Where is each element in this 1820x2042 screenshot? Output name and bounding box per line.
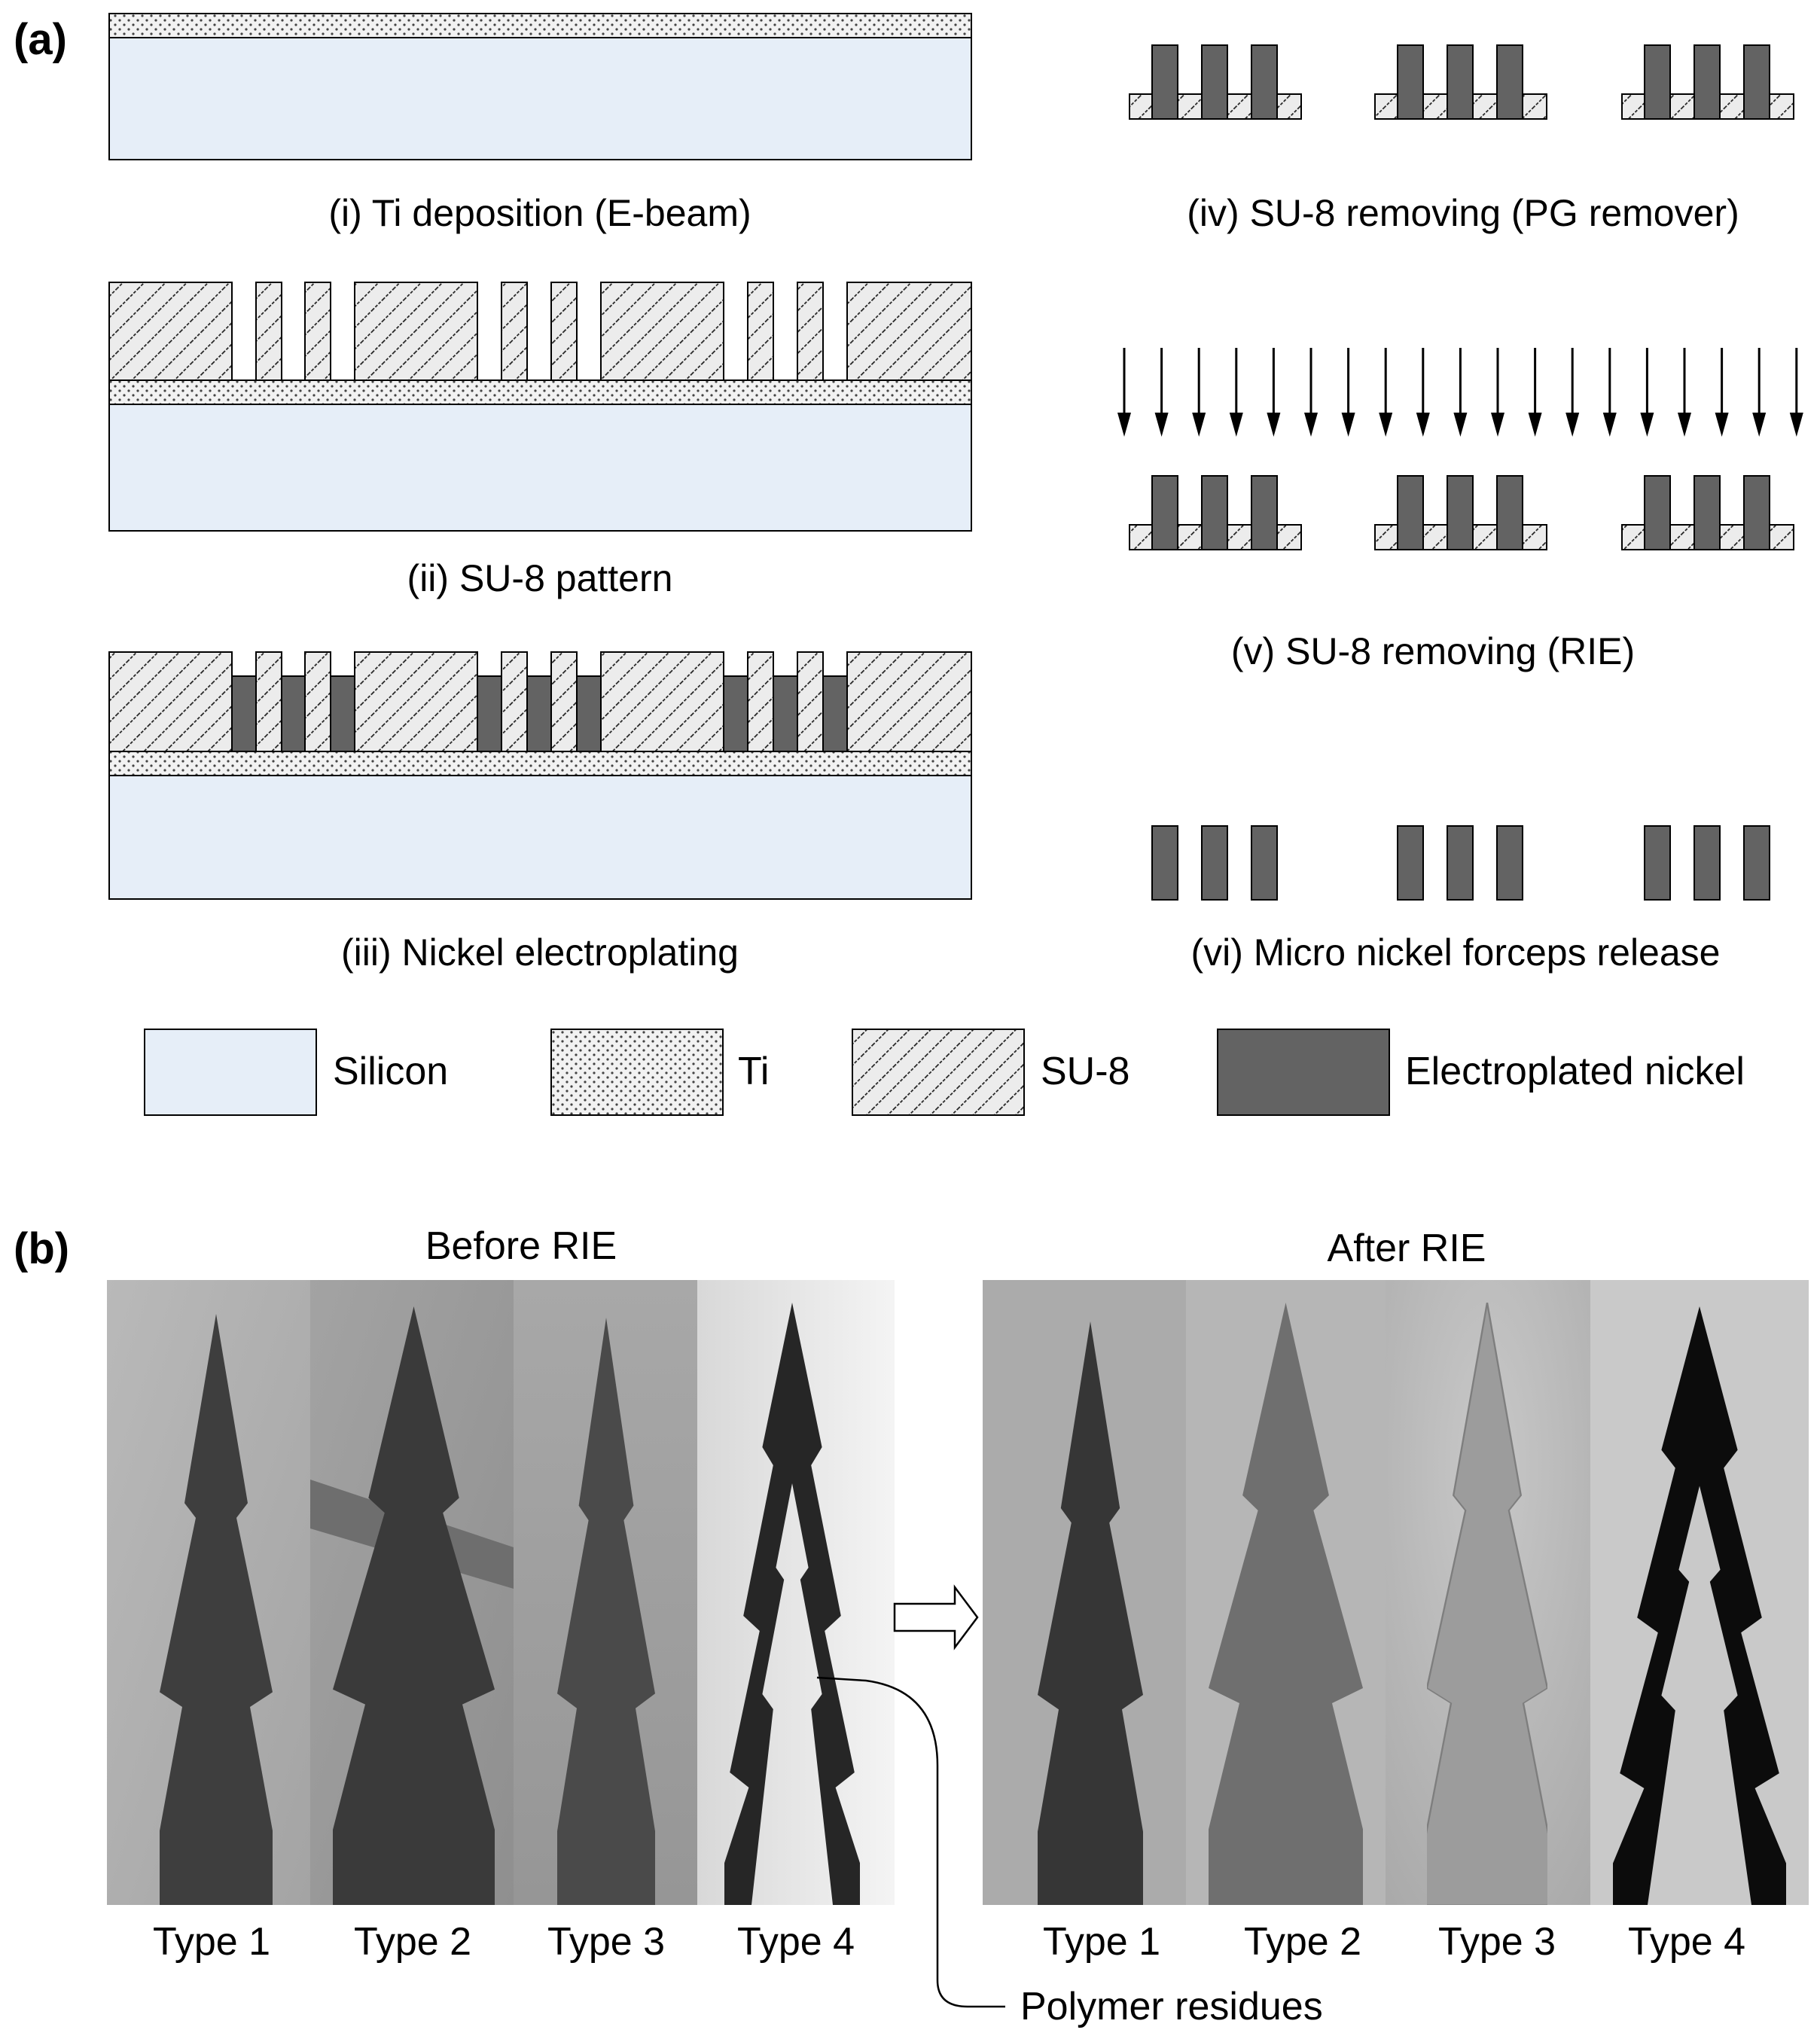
nickel-pillar: [1496, 475, 1523, 550]
released-nickel-piece: [1496, 825, 1523, 901]
legend-label-silicon: Silicon: [333, 1050, 448, 1093]
released-nickel-piece: [1644, 825, 1671, 901]
before-type-3-label: Type 3: [547, 1920, 665, 1964]
rie-arrows: [1117, 348, 1803, 437]
nickel-pillar: [1743, 475, 1770, 550]
legend-label-nickel: Electroplated nickel: [1405, 1050, 1745, 1093]
after-image-type-3: [1386, 1280, 1590, 1905]
arrowhead-icon: [1453, 413, 1468, 437]
before-type-labels: Type 1 Type 2 Type 3 Type 4: [153, 1920, 855, 1964]
before-type-4-label: Type 4: [737, 1920, 855, 1964]
before-rie-title: Before RIE: [425, 1224, 617, 1268]
released-nickel-piece: [1693, 825, 1721, 901]
step-i-diagram: [108, 13, 972, 160]
step-ii-diagram: [108, 282, 972, 532]
after-rie-title: After RIE: [1328, 1227, 1486, 1270]
arrowhead-icon: [1752, 413, 1767, 437]
arrowhead-icon: [1117, 413, 1131, 437]
nickel-pillar: [1496, 44, 1523, 120]
arrowhead-icon: [1565, 413, 1580, 437]
nickel-pillar: [1743, 44, 1770, 120]
step-vi-caption: (vi) Micro nickel forceps release: [1191, 931, 1721, 974]
nickel-pillar: [1201, 44, 1228, 120]
before-image-type-4: [697, 1280, 895, 1905]
nickel-fill: [231, 675, 257, 752]
after-type-4-label: Type 4: [1628, 1920, 1745, 1964]
after-rie-micrographs: [983, 1280, 1809, 1905]
silicon-wafer: [108, 37, 972, 160]
arrowhead-icon: [1678, 413, 1691, 437]
arrowhead-icon: [1154, 413, 1169, 437]
step-i-caption: (i) Ti deposition (E-beam): [328, 192, 751, 234]
released-nickel-piece: [1151, 825, 1178, 901]
nickel-pillar: [1644, 44, 1671, 120]
nickel-pillar: [1644, 475, 1671, 550]
released-nickel-piece: [1201, 825, 1228, 901]
arrowhead-icon: [1789, 413, 1803, 437]
after-type-labels: Type 1 Type 2 Type 3 Type 4: [1043, 1920, 1745, 1964]
arrowhead-icon: [1304, 413, 1318, 437]
step-iv-diagram: [1129, 44, 1794, 120]
nickel-pillar: [1151, 475, 1178, 550]
panel-b-label: (b): [14, 1224, 69, 1273]
before-type-2-label: Type 2: [354, 1920, 471, 1964]
legend: Silicon Ti SU-8 Electroplated nickel: [144, 1029, 1745, 1116]
arrowhead-icon: [1528, 413, 1542, 437]
arrowhead-icon: [1379, 413, 1393, 437]
nickel-pillar: [1151, 44, 1178, 120]
nickel-pillar: [1693, 475, 1721, 550]
released-nickel-piece: [1397, 825, 1424, 901]
nickel-pillar: [1251, 44, 1278, 120]
arrowhead-icon: [1229, 413, 1243, 437]
arrowhead-icon: [1192, 413, 1206, 437]
arrowhead-icon: [1640, 413, 1654, 437]
released-nickel-piece: [1251, 825, 1278, 901]
nickel-pillar: [1693, 44, 1721, 120]
after-type-3-label: Type 3: [1438, 1920, 1556, 1964]
legend-label-ti: Ti: [738, 1050, 769, 1093]
nickel-pillar: [1447, 44, 1474, 120]
released-nickel-piece: [1743, 825, 1770, 901]
step-vi-diagram: [1151, 825, 1770, 901]
panel-a-label: (a): [14, 15, 67, 64]
before-image-type-3: [514, 1280, 697, 1905]
after-image-type-1: [983, 1280, 1186, 1905]
before-image-type-2: [310, 1280, 514, 1905]
after-image-type-4: [1590, 1280, 1809, 1905]
legend-swatch-ti: [550, 1029, 724, 1116]
arrowhead-icon: [1715, 413, 1729, 437]
after-type-1-label: Type 1: [1043, 1920, 1160, 1964]
nickel-pillar: [1201, 475, 1228, 550]
arrowhead-icon: [1491, 413, 1504, 437]
before-rie-micrographs: [107, 1280, 895, 1905]
transition-arrow-icon: [893, 1584, 979, 1650]
step-ii-caption: (ii) SU-8 pattern: [407, 557, 673, 599]
legend-label-su8: SU-8: [1041, 1050, 1129, 1093]
after-type-2-label: Type 2: [1244, 1920, 1361, 1964]
step-iii-diagram: [108, 651, 972, 900]
before-image-type-1: [107, 1280, 310, 1905]
legend-swatch-silicon: [144, 1029, 317, 1116]
step-iv-caption: (iv) SU-8 removing (PG remover): [1187, 192, 1739, 234]
arrowhead-icon: [1416, 413, 1430, 437]
released-nickel-piece: [1447, 825, 1474, 901]
arrowhead-icon: [1267, 413, 1281, 437]
legend-swatch-su8: [852, 1029, 1025, 1116]
arrowhead-icon: [1341, 413, 1355, 437]
residue-leader-line: [816, 1676, 1005, 2008]
step-v-diagram: [1129, 475, 1794, 550]
nickel-pillar: [1397, 475, 1424, 550]
step-iii-caption: (iii) Nickel electroplating: [341, 931, 739, 974]
after-image-type-2: [1186, 1280, 1386, 1905]
before-type-1-label: Type 1: [153, 1920, 270, 1964]
nickel-pillar: [1251, 475, 1278, 550]
legend-swatch-nickel: [1217, 1029, 1390, 1116]
polymer-residues-label: Polymer residues: [1020, 1985, 1323, 2028]
nickel-pillar: [1397, 44, 1424, 120]
ti-layer: [108, 13, 972, 38]
arrowhead-icon: [1602, 413, 1617, 437]
step-v-caption: (v) SU-8 removing (RIE): [1231, 630, 1635, 672]
nickel-pillar: [1447, 475, 1474, 550]
